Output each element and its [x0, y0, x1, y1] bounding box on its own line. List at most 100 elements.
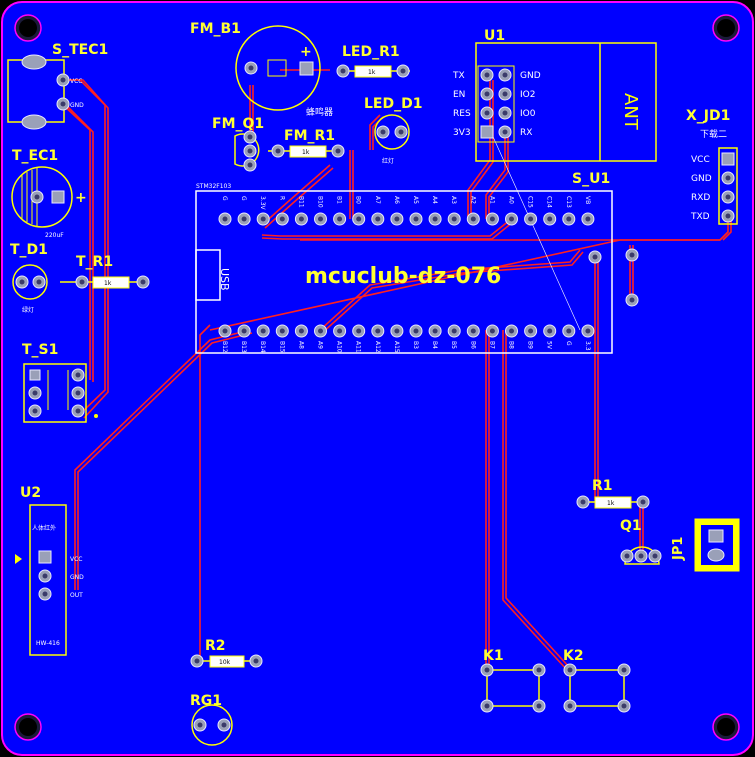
- s-u1-top-pin-label: C15: [527, 196, 534, 208]
- mounting-hole-tr: [712, 14, 740, 42]
- x-jd1-header: X_JD1 下载二 VCC GND RXD TXD: [686, 108, 738, 225]
- s-u1-bottom-pin-pad: [581, 324, 595, 338]
- fm-r1-resistor: FM_R1 蜂鸣器 1k: [268, 106, 345, 158]
- k2-button: K2: [563, 648, 631, 713]
- r2-value: 10k: [219, 659, 231, 666]
- s-u1-top-pin-label: A7: [374, 196, 381, 204]
- s-u1-top-pin-pad: [524, 212, 538, 226]
- s-u1-bottom-pin-pad: [543, 324, 557, 338]
- s-u1-bottom-pin-label: A15: [393, 341, 400, 353]
- s-u1-top-pin-label: A2: [469, 196, 476, 204]
- u1-pin-io2: IO2: [520, 90, 535, 100]
- s-u1-bottom-pin-label: B15: [278, 341, 285, 353]
- k1-ref: K1: [483, 648, 504, 664]
- x-jd1-pin-gnd: GND: [691, 174, 712, 184]
- s-u1-bottom-pin-label: B13: [240, 341, 247, 353]
- s-u1-bottom-pin-pad: [562, 324, 576, 338]
- u1-pin-tx: TX: [452, 71, 465, 81]
- s-u1-top-pin-label: A0: [508, 196, 515, 204]
- s-u1-top-pin-pad: [333, 212, 347, 226]
- s-u1-ref: S_U1: [572, 171, 610, 187]
- s-u1-bottom-pin-pad: [524, 324, 538, 338]
- r2-resistor: R2 10k: [190, 638, 263, 668]
- s-u1-bottom-pin-label: A8: [297, 341, 304, 349]
- u1-antenna: ANT: [620, 93, 641, 131]
- s-u1-top-pin-label: 3.3V: [259, 196, 266, 211]
- s-u1-bottom-pin-label: A11: [355, 341, 362, 353]
- s-u1-top-pin-pad: [275, 212, 289, 226]
- t-r1-resistor: T_R1 1k: [60, 254, 150, 289]
- fm-q1-transistor: FM_Q1: [212, 116, 264, 172]
- s-u1-bottom-pin-pad: [466, 324, 480, 338]
- mounting-hole-tl: [14, 14, 42, 42]
- u2-ref: U2: [20, 485, 41, 501]
- s-u1-top-pin-label: C13: [565, 196, 572, 208]
- u1-ref: U1: [484, 28, 505, 44]
- r1-value: 1k: [607, 500, 615, 507]
- fm-q1-ref: FM_Q1: [212, 116, 264, 132]
- s-u1-bottom-pin-pad: [237, 324, 251, 338]
- s-u1-bottom-pin-pad: [505, 324, 518, 338]
- s-u1-top-pin-label: B11: [297, 196, 304, 208]
- led-r1-resistor: LED_R1 1k: [336, 44, 410, 78]
- s-u1-bottom-pin-label: A10: [336, 341, 343, 353]
- s-u1-top-pin-label: A6: [393, 196, 400, 204]
- s-u1-bottom-pin-label: B12: [221, 341, 228, 353]
- traces: [61, 69, 732, 672]
- led-d1-ref: LED_D1: [364, 96, 422, 112]
- s-u1-top-pin-label: VB: [584, 196, 591, 204]
- t-s1-ref: T_S1: [22, 342, 58, 358]
- s-u1-bottom-pin-label: G: [565, 341, 572, 346]
- q1-ref: Q1: [620, 518, 642, 534]
- led-r1-ref: LED_R1: [342, 44, 400, 60]
- fm-r1-label: 蜂鸣器: [306, 106, 333, 118]
- s-u1-bottom-pin-pad: [218, 324, 232, 338]
- s-u1-bottom-pin-label: B7: [488, 341, 495, 349]
- s-u1-top-pin-pad: [409, 212, 423, 226]
- s-u1-top-pin-pad: [562, 212, 576, 226]
- s-tec1-pin-gnd: GND: [70, 102, 84, 109]
- s-u1-top-pin-label: R: [278, 196, 285, 200]
- u2-footer: HW-416: [36, 640, 60, 647]
- s-u1-bottom-pin-label: B9: [527, 341, 534, 349]
- r2-ref: R2: [205, 638, 226, 654]
- x-jd1-pin-txd: TXD: [690, 212, 710, 222]
- s-u1-bottom-pin-label: B4: [431, 341, 438, 349]
- fm-r1-ref: FM_R1: [284, 128, 335, 144]
- s-u1-bottom-pin-label: B5: [450, 341, 457, 349]
- s-u1-bottom-pin-pad: [275, 324, 289, 338]
- t-ec1-capacitor: T_EC1 + 220uF: [11, 148, 87, 239]
- s-u1-top-pin-label: B1: [336, 196, 343, 204]
- u1-pin-en: EN: [453, 90, 465, 100]
- s-tec1-ref: S_TEC1: [52, 42, 108, 58]
- s-u1-bottom-pin-pad: [314, 324, 327, 338]
- u2-pir-module: U2 人体红外 VCC GND OUT HW-416: [15, 485, 84, 656]
- s-u1-bottom-pin-label: B3: [412, 341, 419, 349]
- s-u1-top-pin-pad: [294, 212, 308, 226]
- t-r1-ref: T_R1: [76, 254, 113, 270]
- s-u1-bottom-pin-pad: [256, 324, 270, 338]
- s-u1-top-pin-pad: [314, 212, 327, 226]
- x-jd1-pin-rxd: RXD: [691, 193, 710, 203]
- u1-pin-res: RES: [453, 109, 471, 119]
- s-u1-top-pin-pad: [256, 212, 270, 226]
- s-u1-bottom-pin-label: B6: [469, 341, 476, 349]
- s-u1-top-pin-label: G: [240, 196, 247, 201]
- mounting-hole-bl: [14, 713, 42, 741]
- s-tec1-component: S_TEC1 VCC GND: [7, 42, 108, 130]
- t-ec1-ref: T_EC1: [12, 148, 58, 164]
- t-s1-switch: T_S1: [22, 342, 98, 423]
- s-u1-top-pin-pad: [505, 212, 518, 226]
- x-jd1-ref: X_JD1: [686, 108, 730, 124]
- u1-pin-gnd: GND: [520, 71, 541, 81]
- s-u1-bottom-pin-pad: [428, 324, 442, 338]
- s-u1-top-pin-pad: [352, 212, 366, 226]
- s-u1-top-pin-pad: [371, 212, 385, 226]
- s-u1-bottom-pin-pad: [371, 324, 385, 338]
- u2-pin-out: OUT: [70, 592, 83, 599]
- s-u1-top-pin-pad: [237, 212, 251, 226]
- s-u1-top-pin-label: A5: [412, 196, 419, 204]
- s-u1-top-pin-label: A1: [488, 196, 495, 204]
